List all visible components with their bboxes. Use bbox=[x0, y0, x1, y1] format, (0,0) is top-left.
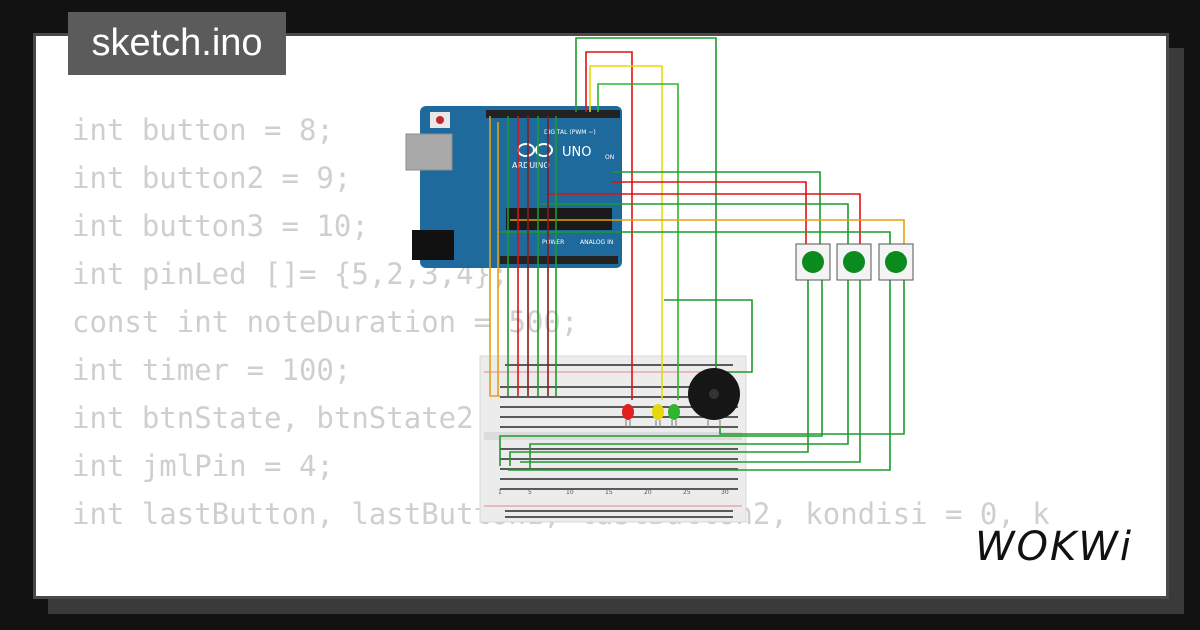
bb-col-label-1: 1 bbox=[498, 489, 502, 496]
leds bbox=[622, 404, 680, 428]
usb-port bbox=[405, 133, 453, 171]
code-line-1: int button = 8; bbox=[72, 113, 334, 147]
bb-col-label-25: 25 bbox=[683, 489, 691, 496]
wokwi-logo: WOKWi bbox=[975, 524, 1133, 570]
code-preview: int button = 8; int button2 = 9; int butto… bbox=[72, 106, 1050, 538]
arduino-uno-board: DIGITAL (PWM ~) UNO ARDUINO ON POWER ANA… bbox=[405, 106, 622, 268]
power-analog-header bbox=[500, 256, 618, 264]
push-buttons bbox=[795, 243, 914, 281]
push-button-2[interactable] bbox=[836, 243, 872, 281]
file-name-tab[interactable]: sketch.ino bbox=[68, 12, 286, 75]
bb-col-label-15: 15 bbox=[605, 489, 613, 496]
code-line-5: const int noteDuration = 500; bbox=[72, 305, 579, 339]
on-led-label: ON bbox=[605, 154, 614, 161]
code-line-8: int jmlPin = 4; bbox=[72, 449, 334, 483]
bb-col-label-5: 5 bbox=[528, 489, 532, 496]
power-jack bbox=[412, 230, 454, 260]
code-line-3: int button3 = 10; bbox=[72, 209, 369, 243]
buzzer bbox=[688, 368, 740, 428]
push-button-3[interactable] bbox=[878, 243, 914, 281]
digital-header bbox=[486, 110, 620, 118]
digital-label: DIGITAL (PWM ~) bbox=[544, 129, 596, 136]
breadboard: 1 5 10 15 20 25 30 bbox=[479, 355, 747, 523]
bb-col-label-10: 10 bbox=[566, 489, 574, 496]
bb-col-label-20: 20 bbox=[644, 489, 652, 496]
led-red bbox=[622, 404, 634, 428]
push-button-1[interactable] bbox=[795, 243, 831, 281]
power-label: POWER bbox=[542, 239, 564, 246]
microcontroller-chip bbox=[506, 208, 612, 230]
code-line-2: int button2 = 9; bbox=[72, 161, 352, 195]
led-green bbox=[668, 404, 680, 428]
bb-col-label-30: 30 bbox=[721, 489, 729, 496]
board-maker: ARDUINO bbox=[512, 161, 550, 170]
analog-label: ANALOG IN bbox=[580, 239, 613, 246]
code-line-6: int timer = 100; bbox=[72, 353, 352, 387]
led-yellow bbox=[652, 404, 664, 428]
wires bbox=[489, 37, 905, 471]
board-name: UNO bbox=[562, 145, 591, 160]
